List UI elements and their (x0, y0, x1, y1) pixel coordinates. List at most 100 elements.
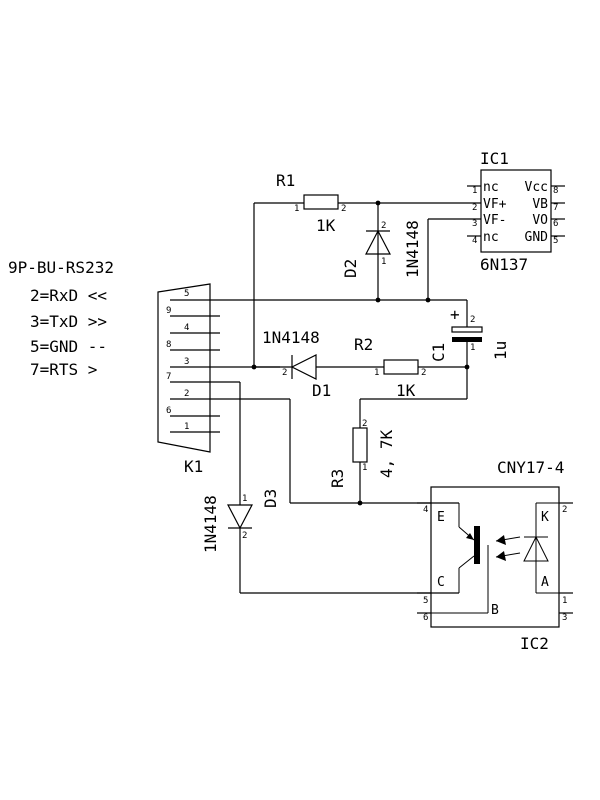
junction-r1-d2 (375, 200, 381, 206)
d2-value: 1N4148 (403, 220, 422, 278)
ic1-part: 6N137 (480, 255, 528, 274)
ic2-label-c: C (437, 575, 445, 590)
junction-c1 (464, 364, 470, 370)
ic2-transistor-base-bar (474, 526, 480, 564)
ic1-pin6: 6 (553, 219, 558, 229)
connector-title: 9P-BU-RS232 (8, 258, 114, 277)
ic2-label-b: B (491, 603, 499, 618)
r1-value: 1K (316, 216, 336, 235)
ic2-part: CNY17-4 (497, 458, 564, 477)
k1-pin3: 3 (184, 357, 189, 367)
legend-rts: 7=RTS > (30, 360, 97, 379)
r3-resistor: 2 1 R3 4, 7K (328, 398, 467, 506)
d1-r2-network: 1N4148 2 1 D1 R2 2 1K (251, 328, 470, 400)
ic1-optocoupler: IC1 6N137 nc VF+ VF- nc Vcc VB VO GND 1 … (467, 149, 565, 274)
ic1-label-vfminus: VF- (483, 213, 506, 228)
ic1-label-vfplus: VF+ (483, 197, 507, 212)
d3-triangle (227, 504, 253, 530)
r3-pin1: 1 (362, 463, 367, 473)
d1-pin1: 1 (374, 368, 379, 378)
ic1-label-vo: VO (532, 213, 548, 228)
k1-pin9: 9 (166, 306, 171, 316)
d3-value: 1N4148 (201, 495, 220, 553)
c1-ref: C1 (429, 343, 448, 362)
ic2-light-arrow-1 (496, 535, 506, 545)
ic1-body (480, 169, 552, 253)
ic2-pin1: 1 (562, 596, 567, 606)
ic2-light-arrow-2 (496, 551, 506, 561)
rs232-connector: 9P-BU-RS232 2=RxD << 3=TxD >> 5=GND -- 7… (8, 258, 467, 476)
ic2-pin4: 4 (423, 505, 428, 515)
k1-pin1: 1 (184, 422, 189, 432)
c1-plate-negative (452, 337, 482, 342)
junction-vfminus-gnd (425, 297, 431, 303)
d2-ref: D2 (341, 259, 360, 278)
ic1-ref: IC1 (480, 149, 509, 168)
d2-pin2: 2 (381, 221, 386, 231)
ic1-label-vb: VB (532, 197, 548, 212)
ic1-label-gnd: GND (525, 230, 549, 245)
r3-pin2: 2 (362, 419, 367, 429)
ic1-pin4: 4 (472, 236, 477, 246)
d1-pin2: 2 (282, 368, 287, 378)
ic2-body (430, 486, 560, 628)
r3-ref: R3 (328, 469, 347, 488)
r1-pin2: 2 (341, 204, 346, 214)
legend-rxd: 2=RxD << (30, 286, 107, 305)
ic1-pin1: 1 (472, 186, 477, 196)
d3-diode: 1 2 1N4148 D3 (201, 382, 459, 594)
junction-d2-gnd (375, 297, 381, 303)
ic1-label-nc1: nc (483, 180, 499, 195)
r1-body (303, 194, 339, 210)
ic2-pin6: 6 (423, 613, 428, 623)
legend-gnd: 5=GND -- (30, 337, 107, 356)
r3-value: 4, 7K (377, 429, 396, 478)
ic1-pin3: 3 (472, 219, 477, 229)
r1-d2-network: R1 1 2 1K 2 1 D2 1N4148 (253, 171, 481, 367)
k1-pin6: 6 (166, 406, 171, 416)
d3-ref: D3 (261, 489, 280, 508)
c1-pin2: 2 (470, 315, 475, 325)
ic1-pin7: 7 (553, 203, 558, 213)
ic1-label-nc4: nc (483, 230, 499, 245)
c1-pin1: 1 (470, 343, 475, 353)
ic2-optocoupler: CNY17-4 IC2 E C B K A (417, 458, 573, 653)
ic1-pin2: 2 (472, 203, 477, 213)
k1-pin4: 4 (184, 323, 189, 333)
ic2-pin5: 5 (423, 596, 428, 606)
k1-pin5: 5 (184, 289, 189, 299)
r3-body (352, 427, 368, 463)
r2-value: 1K (396, 381, 416, 400)
d1-value: 1N4148 (262, 328, 320, 347)
ic2-pin2: 2 (562, 505, 567, 515)
ic2-led-triangle (523, 535, 549, 562)
ic1-pin8: 8 (553, 186, 558, 196)
d2-triangle (365, 229, 391, 255)
k1-pin8: 8 (166, 340, 171, 350)
r2-pin2: 2 (421, 368, 426, 378)
k1-ref: K1 (184, 457, 203, 476)
r2-ref: R2 (354, 335, 373, 354)
c1-value: 1u (491, 341, 510, 360)
d3-pin2: 2 (242, 531, 247, 541)
r1-ref: R1 (276, 171, 295, 190)
k1-pin7: 7 (166, 372, 171, 382)
d1-triangle (290, 354, 317, 380)
c1-plate-positive (451, 326, 483, 333)
c1-capacitor: + 2 1 C1 1u (429, 300, 510, 399)
ic2-ref: IC2 (520, 634, 549, 653)
c1-plus-sign: + (450, 305, 460, 324)
ic2-label-k: K (541, 510, 549, 525)
junction-txd (251, 364, 257, 370)
ic2-label-e: E (437, 510, 445, 525)
ic2-collector-diag (458, 555, 475, 569)
ic1-pin5: 5 (553, 236, 558, 246)
legend-txd: 3=TxD >> (30, 312, 107, 331)
ic2-label-a: A (541, 575, 549, 590)
connector-body (157, 283, 211, 453)
ic2-pin3: 3 (562, 613, 567, 623)
k1-pin2: 2 (184, 389, 189, 399)
ic2-emitter-arrow (466, 533, 474, 540)
d1-ref: D1 (312, 381, 331, 400)
